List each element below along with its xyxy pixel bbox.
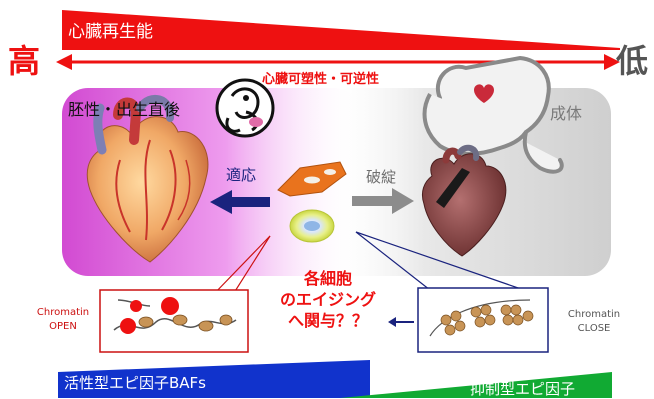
- embryo-illustration: [217, 80, 273, 136]
- embryonic-label: 胚性・出生直後: [68, 96, 180, 120]
- aging-text-line2: のエイジング: [248, 289, 408, 310]
- chromatin-close-line2: CLOSE: [554, 322, 634, 336]
- active-epi-label: 活性型エピ因子BAFs: [64, 372, 206, 393]
- chromatin-open-line2: OPEN: [26, 320, 100, 334]
- chromatin-close-label: Chromatin CLOSE: [554, 308, 634, 336]
- chromatin-open-line1: Chromatin: [26, 306, 100, 320]
- aging-text-line1: 各細胞: [248, 268, 408, 289]
- chromatin-close-line1: Chromatin: [554, 308, 634, 322]
- stem-cell-nucleus: [304, 221, 320, 231]
- adapt-label: 適応: [226, 164, 256, 185]
- plasticity-label: 心臓可塑性・可逆性: [262, 68, 379, 87]
- aging-involvement-text: 各細胞 のエイジング へ関与？？: [248, 268, 408, 331]
- axis-high-label: 高: [8, 44, 40, 78]
- axis-low-label: 低: [616, 44, 648, 78]
- aging-text-line3: へ関与？？: [248, 310, 408, 331]
- repressive-epi-label: 抑制型エピ因子: [470, 378, 575, 399]
- adult-label: 成体: [550, 100, 582, 124]
- chromatin-open-label: Chromatin OPEN: [26, 306, 100, 334]
- regeneration-label: 心臓再生能: [68, 17, 153, 42]
- axis-arrowhead-left: [56, 54, 72, 70]
- breakdown-label: 破綻: [366, 166, 396, 187]
